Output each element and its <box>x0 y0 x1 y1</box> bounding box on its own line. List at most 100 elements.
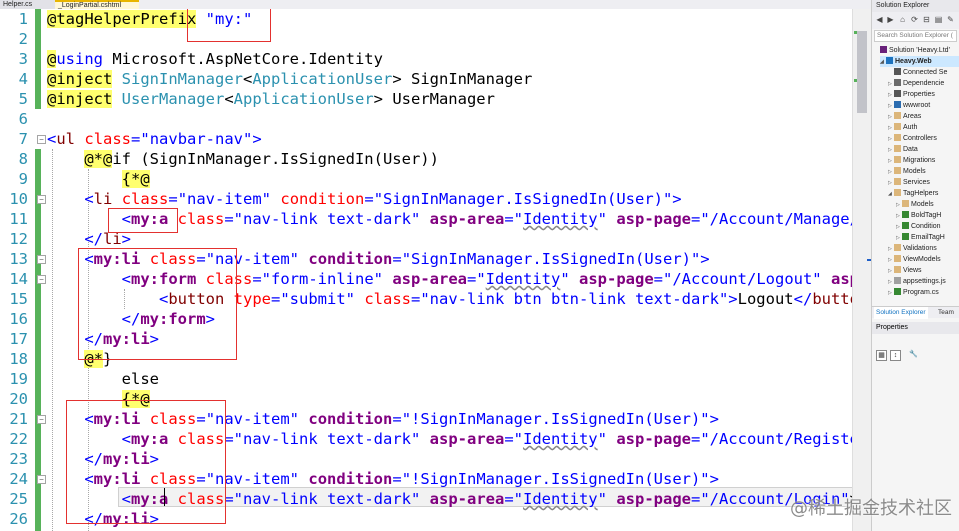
tree-node[interactable]: ▷ Migrations <box>888 155 959 166</box>
categorized-icon[interactable]: ▦ <box>876 350 887 361</box>
expand-arrow-icon[interactable]: ▷ <box>888 290 892 296</box>
code-line: @tagHelperPrefix "my:" <box>47 9 252 29</box>
code-token: my:a <box>131 210 169 228</box>
fold-toggle-icon[interactable]: − <box>37 135 46 144</box>
tree-node[interactable]: ▷BoldTagH <box>896 210 959 221</box>
line-number: 26 <box>9 510 28 528</box>
solution-search-input[interactable]: Search Solution Explorer ( <box>874 30 957 42</box>
tab-solution-explorer[interactable]: Solution Explorer <box>874 307 928 319</box>
folder-icon <box>894 156 901 163</box>
expand-arrow-icon[interactable]: ▷ <box>888 92 892 98</box>
expand-arrow-icon[interactable]: ▷ <box>888 81 892 87</box>
line-number: 14 <box>9 270 28 288</box>
tree-node[interactable]: ◢Heavy.Web <box>880 56 959 67</box>
property-pages-icon[interactable]: 🔧 <box>909 351 918 358</box>
expand-arrow-icon[interactable]: ▷ <box>888 169 892 175</box>
code-token: =" <box>467 270 486 288</box>
tree-node[interactable]: ▷ Views <box>888 265 959 276</box>
expand-arrow-icon[interactable]: ◢ <box>880 59 884 65</box>
code-token <box>383 270 392 288</box>
tree-node-label: Areas <box>903 113 922 120</box>
code-token: < <box>121 210 131 228</box>
tree-node-label: Migrations <box>903 157 936 164</box>
tree-node[interactable]: ▷Auth <box>888 122 959 133</box>
home-icon[interactable]: ⌂ <box>900 15 905 24</box>
tree-node[interactable]: ▷ Areas <box>888 111 959 122</box>
expand-arrow-icon[interactable]: ◢ <box>888 191 892 197</box>
expand-arrow-icon[interactable]: ▷ <box>888 158 892 164</box>
tab-login-partial[interactable]: _LoginPartial.cshtml <box>55 0 139 9</box>
expand-arrow-icon[interactable]: ▷ <box>888 147 892 153</box>
vertical-scrollbar[interactable] <box>852 9 872 531</box>
tree-node[interactable]: ▷wwwroot <box>888 100 959 111</box>
code-token: class <box>177 430 225 448</box>
expand-arrow-icon[interactable]: ▷ <box>888 114 892 120</box>
expand-arrow-icon[interactable]: ▷ <box>888 279 892 285</box>
expand-arrow-icon[interactable]: ▷ <box>896 235 900 241</box>
fold-toggle-icon[interactable]: − <box>37 275 46 284</box>
expand-arrow-icon[interactable]: ▷ <box>896 213 900 219</box>
expand-arrow-icon[interactable]: ▷ <box>888 136 892 142</box>
tree-node[interactable]: ▷ViewModels <box>888 254 959 265</box>
expand-arrow-icon[interactable]: ▷ <box>888 268 892 274</box>
tree-node[interactable]: ▷Data <box>888 144 959 155</box>
tree-node-label: Services <box>903 179 930 186</box>
forward-icon[interactable]: ▶ <box>887 15 894 24</box>
scrollbar-thumb[interactable] <box>857 31 867 113</box>
tree-node[interactable]: Solution 'Heavy.Ltd' <box>874 45 959 56</box>
folder-icon <box>894 255 901 262</box>
show-all-files-icon[interactable]: ▤ <box>934 15 943 24</box>
fold-toggle-icon[interactable]: − <box>37 195 46 204</box>
fold-toggle-icon[interactable]: − <box>37 255 46 264</box>
expand-arrow-icon[interactable]: ▷ <box>896 202 900 208</box>
tree-node[interactable]: ▷ Services <box>888 177 959 188</box>
code-line: <my:a class="nav-link text-dark" asp-are… <box>47 209 871 229</box>
tree-node[interactable]: Connected Se <box>888 67 959 78</box>
tree-node[interactable]: ▷Condition <box>896 221 959 232</box>
highlight-box-my-li-signed-in <box>78 248 237 360</box>
code-token: if (SignInManager.IsSignedIn(User)) <box>112 150 439 168</box>
code-token <box>112 70 121 88</box>
code-token: ="!SignInManager.IsSignedIn(User)"> <box>392 410 719 428</box>
fold-toggle-icon[interactable]: − <box>37 415 46 424</box>
code-token: =" <box>504 210 523 228</box>
expand-arrow-icon[interactable]: ▷ <box>896 224 900 230</box>
code-token <box>47 230 84 248</box>
tab-team[interactable]: Team <box>938 309 954 316</box>
alphabetical-icon[interactable]: ↕ <box>890 350 901 361</box>
code-token <box>607 430 616 448</box>
fold-toggle-icon[interactable]: − <box>37 475 46 484</box>
expand-arrow-icon[interactable]: ▷ <box>888 246 892 252</box>
tree-node[interactable]: ◢TagHelpers <box>888 188 959 199</box>
code-token <box>355 290 364 308</box>
highlight-box-my-a <box>108 208 178 233</box>
tree-node-label: Models <box>903 168 926 175</box>
expand-arrow-icon[interactable]: ▷ <box>888 125 892 131</box>
tree-node[interactable]: ▷ Validations <box>888 243 959 254</box>
tab-helper-cs[interactable]: Helper.cs <box>0 0 55 9</box>
tree-node[interactable]: ▷appsettings.js <box>888 276 959 287</box>
tree-node[interactable]: ▷Controllers <box>888 133 959 144</box>
tree-node[interactable]: ▷ Models <box>888 166 959 177</box>
code-token: UserManager <box>121 90 225 108</box>
code-token: =" <box>504 430 523 448</box>
properties-icon[interactable]: ✎ <box>947 15 954 24</box>
tree-node[interactable]: ▷Dependencie <box>888 78 959 89</box>
code-line: </li> <box>47 229 131 249</box>
tree-node[interactable]: ▷Program.cs <box>888 287 959 298</box>
tree-node[interactable]: ▷Properties <box>888 89 959 100</box>
line-number: 6 <box>18 110 28 128</box>
back-icon[interactable]: ◀ <box>876 15 883 24</box>
tree-node-label: Views <box>903 267 922 274</box>
expand-arrow-icon[interactable]: ▷ <box>888 257 892 263</box>
tree-node[interactable]: ▷EmailTagH <box>896 232 959 243</box>
code-token: < <box>121 430 131 448</box>
expand-arrow-icon[interactable]: ▷ <box>888 180 892 186</box>
sync-icon[interactable]: ⟳ <box>911 15 918 24</box>
tree-node[interactable]: ▷ Models <box>896 199 959 210</box>
expand-arrow-icon[interactable]: ▷ <box>888 103 892 109</box>
tree-node-label: Validations <box>903 245 937 252</box>
collapse-all-icon[interactable]: ⊟ <box>923 15 930 24</box>
tree-node-label: Models <box>911 201 934 208</box>
